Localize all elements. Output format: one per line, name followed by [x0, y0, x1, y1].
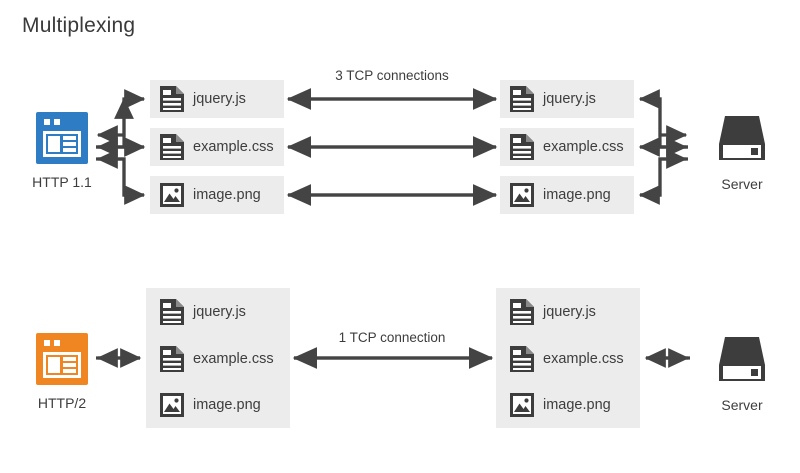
- http11-connection-label: 3 TCP connections: [335, 68, 449, 83]
- http2-client-label: HTTP/2: [37, 395, 87, 411]
- resource-label: jquery.js: [193, 303, 246, 320]
- browser-bar-2: [63, 363, 76, 367]
- http2-client-resource-css: example.css: [160, 335, 274, 382]
- server-icon: [696, 335, 788, 391]
- document-icon: [510, 86, 534, 112]
- browser-bar-2: [63, 142, 76, 146]
- resource-label: jquery.js: [193, 91, 246, 107]
- resource-label: image.png: [543, 397, 611, 413]
- wire-server-to-jquery: [638, 89, 688, 149]
- image-icon: [160, 393, 184, 417]
- browser-bar-1: [63, 136, 76, 140]
- document-icon: [510, 298, 534, 325]
- http2-connection-label: 1 TCP connection: [338, 330, 446, 345]
- http2-server-resource-image: image.png: [510, 382, 611, 428]
- http2-server-resource-jquery: jquery.js: [510, 288, 596, 335]
- browser-dot-1: [44, 119, 50, 125]
- browser-dot-2: [54, 340, 60, 346]
- resource-label: image.png: [193, 397, 261, 413]
- browser-dot-2: [54, 119, 60, 125]
- browser-dot-1: [44, 340, 50, 346]
- browser-bar-3: [63, 148, 76, 152]
- wire-image-to-server: [640, 149, 688, 197]
- browser-frame: [43, 131, 81, 157]
- http11-client-label: HTTP 1.1: [32, 174, 92, 190]
- http11-middle-wires: [286, 88, 498, 206]
- image-icon: [510, 183, 534, 207]
- document-icon: [160, 345, 184, 372]
- http11-client-resource-jquery: jquery.js: [160, 80, 246, 118]
- http2-server-endpoint: Server: [696, 335, 788, 413]
- resource-label: example.css: [543, 139, 624, 155]
- document-icon: [160, 134, 184, 160]
- http11-server-endpoint: Server: [696, 114, 788, 192]
- http2-server-resource-css: example.css: [510, 335, 624, 382]
- image-icon: [510, 393, 534, 417]
- browser-frame: [43, 352, 81, 378]
- http2-client-resource-jquery: jquery.js: [160, 288, 246, 335]
- http11-server-label: Server: [721, 176, 763, 192]
- browser-pane: [48, 136, 60, 152]
- wire-server-to-image: [638, 157, 688, 205]
- resource-label: image.png: [543, 187, 611, 203]
- document-icon: [510, 345, 534, 372]
- resource-label: example.css: [193, 139, 274, 155]
- image-icon: [160, 183, 184, 207]
- browser-window-icon: [16, 112, 108, 168]
- server-icon: [696, 114, 788, 170]
- http11-client-endpoint: HTTP 1.1: [16, 112, 108, 190]
- resource-label: jquery.js: [543, 303, 596, 320]
- resource-label: image.png: [193, 187, 261, 203]
- browser-bar-1: [63, 357, 76, 361]
- wire-jquery-to-server: [640, 97, 688, 145]
- page-title: Multiplexing: [22, 14, 136, 37]
- resource-label: example.css: [193, 350, 274, 367]
- http11-server-resource-css: example.css: [510, 128, 624, 166]
- document-icon: [160, 298, 184, 325]
- http11-client-resource-image: image.png: [160, 176, 261, 214]
- document-icon: [510, 134, 534, 160]
- resource-label: jquery.js: [543, 91, 596, 107]
- http2-client-resource-image: image.png: [160, 382, 261, 428]
- browser-window-icon: [16, 333, 108, 389]
- browser-bar-3: [63, 369, 76, 373]
- http2-client-endpoint: HTTP/2: [16, 333, 108, 411]
- browser-pane: [48, 357, 60, 373]
- resource-label: example.css: [543, 350, 624, 367]
- http2-server-label: Server: [721, 397, 763, 413]
- http11-client-resource-css: example.css: [160, 128, 274, 166]
- http11-server-resource-image: image.png: [510, 176, 611, 214]
- http11-server-resource-jquery: jquery.js: [510, 80, 596, 118]
- document-icon: [160, 86, 184, 112]
- http11-server-wires: [638, 89, 688, 205]
